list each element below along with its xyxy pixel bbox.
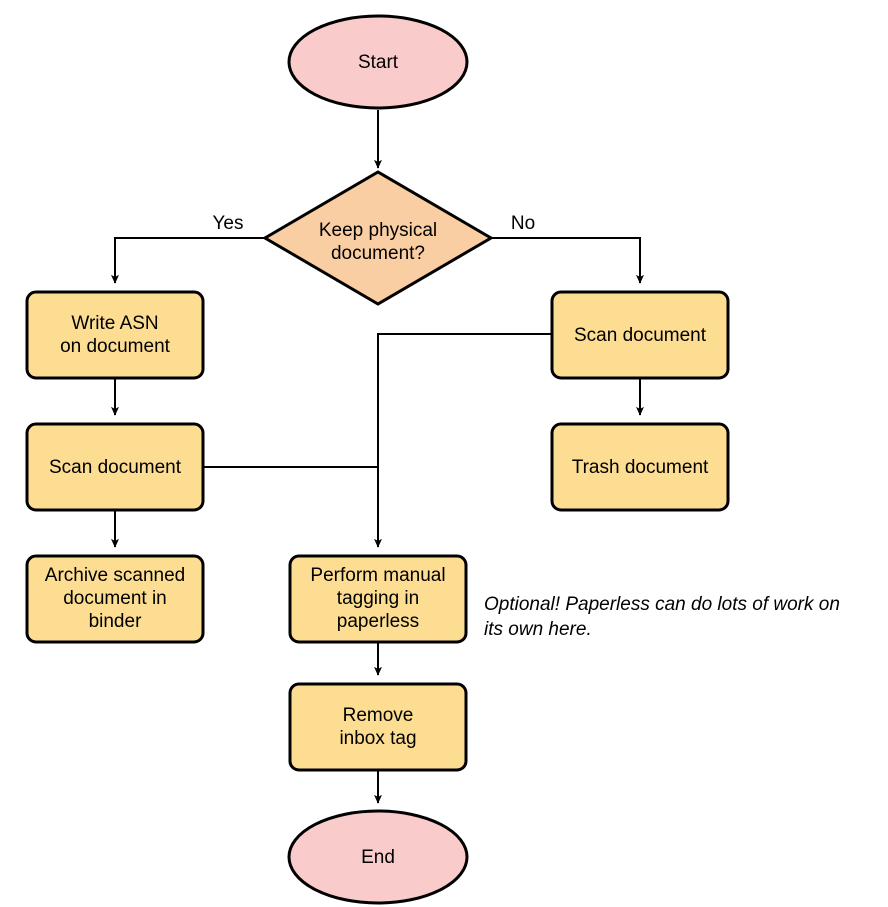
start-label: Start: [358, 52, 399, 73]
node-perform-manual-tagging[interactable]: Perform manual tagging in paperless: [288, 554, 468, 644]
edge-label-yes: Yes: [213, 213, 244, 234]
end-label: End: [361, 847, 395, 868]
archive-label-line2: document in: [63, 588, 167, 609]
decision-diamond: [262, 170, 494, 306]
decision-label-line2: document?: [331, 243, 425, 264]
node-end[interactable]: End: [287, 809, 469, 905]
remove-inbox-tag-box: [288, 682, 468, 772]
remove-inbox-label-line1: Remove: [343, 705, 414, 726]
tagging-box: [288, 554, 468, 644]
annotation-line2: its own here.: [484, 619, 592, 640]
tagging-label-line1: Perform manual: [310, 565, 445, 586]
node-scan-document-right[interactable]: Scan document: [550, 290, 730, 380]
annotation-line1: Optional! Paperless can do lots of work …: [484, 594, 840, 615]
decision-label-line1: Keep physical: [319, 220, 437, 241]
write-asn-label-line1: Write ASN: [71, 313, 158, 334]
node-start[interactable]: Start: [287, 14, 469, 110]
node-decision-keep-physical-document[interactable]: Keep physical document?: [262, 170, 494, 306]
trash-document-label: Trash document: [572, 457, 709, 478]
node-scan-document-left[interactable]: Scan document: [25, 422, 205, 512]
annotation-optional-paperless: Optional! Paperless can do lots of work …: [484, 594, 840, 640]
scan-document-right-box: [550, 290, 730, 380]
scan-document-right-label: Scan document: [574, 325, 707, 346]
tagging-label-line3: paperless: [337, 611, 419, 632]
node-remove-inbox-tag[interactable]: Remove inbox tag: [288, 682, 468, 772]
edge-label-no: No: [511, 213, 535, 234]
write-asn-box: [25, 290, 205, 380]
archive-box: [25, 554, 205, 644]
node-trash-document[interactable]: Trash document: [550, 422, 730, 512]
tagging-label-line2: tagging in: [337, 588, 419, 609]
trash-document-box: [550, 422, 730, 512]
scan-document-left-box: [25, 422, 205, 512]
archive-label-line3: binder: [89, 611, 142, 632]
start-ellipse: [287, 14, 469, 110]
archive-label-line1: Archive scanned: [45, 565, 185, 586]
node-archive-scanned-document[interactable]: Archive scanned document in binder: [25, 554, 205, 644]
edge-decision-no-to-scan-right: [491, 237, 644, 284]
node-write-asn-on-document[interactable]: Write ASN on document: [25, 290, 205, 380]
write-asn-label-line2: on document: [60, 336, 171, 357]
end-ellipse: [287, 809, 469, 905]
edge-scan-right-to-tagging: [374, 333, 551, 548]
remove-inbox-label-line2: inbox tag: [339, 728, 416, 749]
edge-decision-yes-to-write-asn: [111, 237, 265, 284]
scan-document-left-label: Scan document: [49, 457, 182, 478]
